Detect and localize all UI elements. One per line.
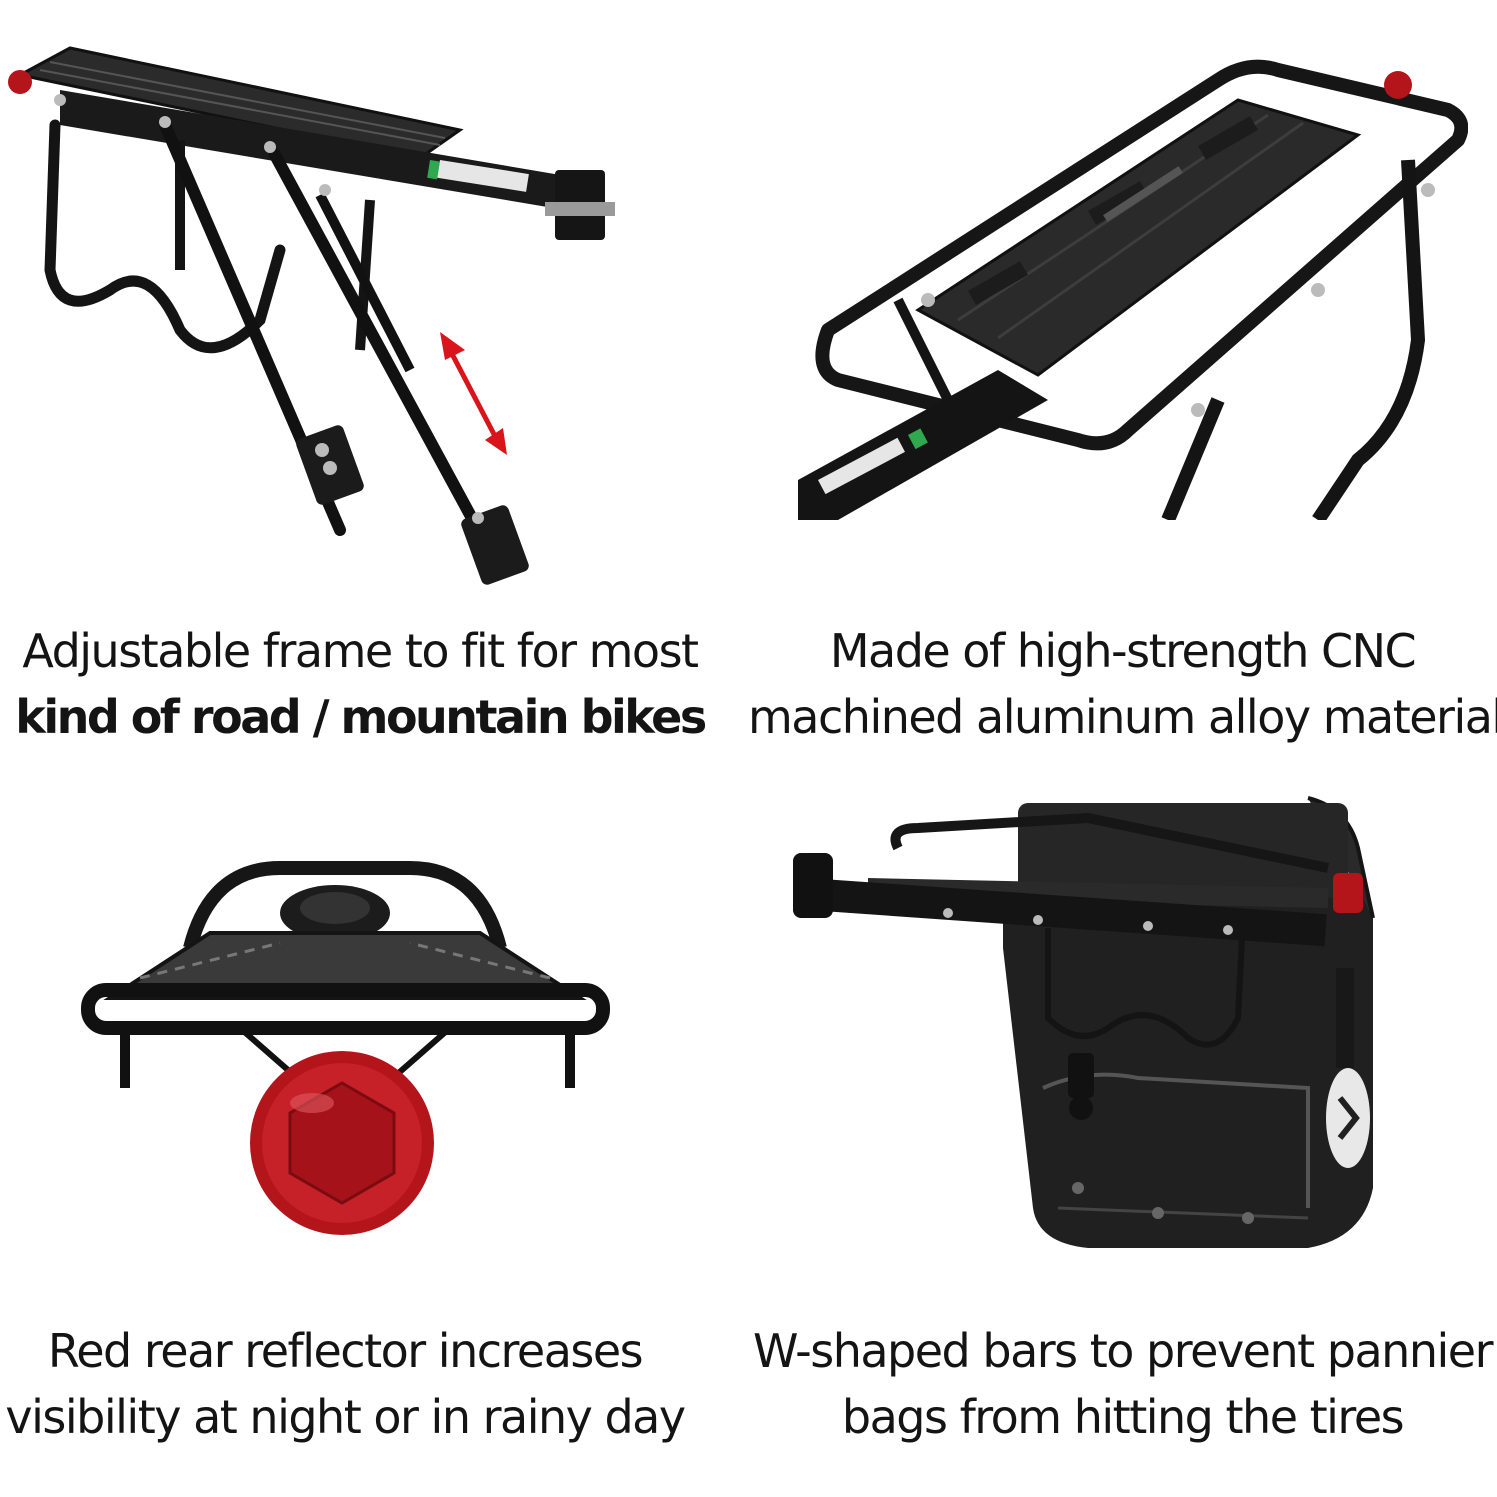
panel-red-reflector: Red rear reflector increases visibility … bbox=[0, 748, 748, 1497]
caption-red-reflector: Red rear reflector increases visibility … bbox=[0, 1318, 690, 1450]
caption-line-1: Red rear reflector increases bbox=[47, 1324, 644, 1378]
reflector-tip bbox=[8, 70, 32, 94]
reflector-icon bbox=[250, 1051, 434, 1235]
adjust-arrow-icon bbox=[440, 332, 507, 455]
caption-line-1: W-shaped bars to prevent pannier bbox=[753, 1324, 1493, 1378]
panel-cnc-aluminum: Made of high-strength CNC machined alumi… bbox=[748, 0, 1497, 748]
caption-line-2: machined aluminum alloy material bbox=[748, 690, 1497, 744]
brand-logo-icon bbox=[1103, 166, 1183, 222]
caption-cnc-aluminum: Made of high-strength CNC machined alumi… bbox=[748, 618, 1497, 750]
brand-logo-icon bbox=[1326, 1068, 1370, 1168]
caption-w-shaped-bars: W-shaped bars to prevent pannier bags fr… bbox=[748, 1318, 1497, 1450]
caption-line-2: visibility at night or in rainy day bbox=[5, 1390, 686, 1444]
panel-w-shaped-bars: W-shaped bars to prevent pannier bags fr… bbox=[748, 748, 1497, 1497]
panel-adjustable-frame: Adjustable frame to fit for most kind of… bbox=[0, 0, 748, 748]
caption-adjustable-frame: Adjustable frame to fit for most kind of… bbox=[0, 618, 720, 750]
rack-top-photo bbox=[798, 59, 1468, 520]
caption-line-1: Made of high-strength CNC bbox=[829, 624, 1417, 678]
rack-rear-photo bbox=[81, 861, 610, 1235]
caption-line-2: kind of road / mountain bikes bbox=[15, 690, 707, 744]
caption-line-2: bags from hitting the tires bbox=[841, 1390, 1405, 1444]
rack-side-photo bbox=[8, 46, 615, 585]
caption-line-1: Adjustable frame to fit for most bbox=[22, 624, 699, 678]
rack-pannier-photo bbox=[793, 796, 1375, 1248]
